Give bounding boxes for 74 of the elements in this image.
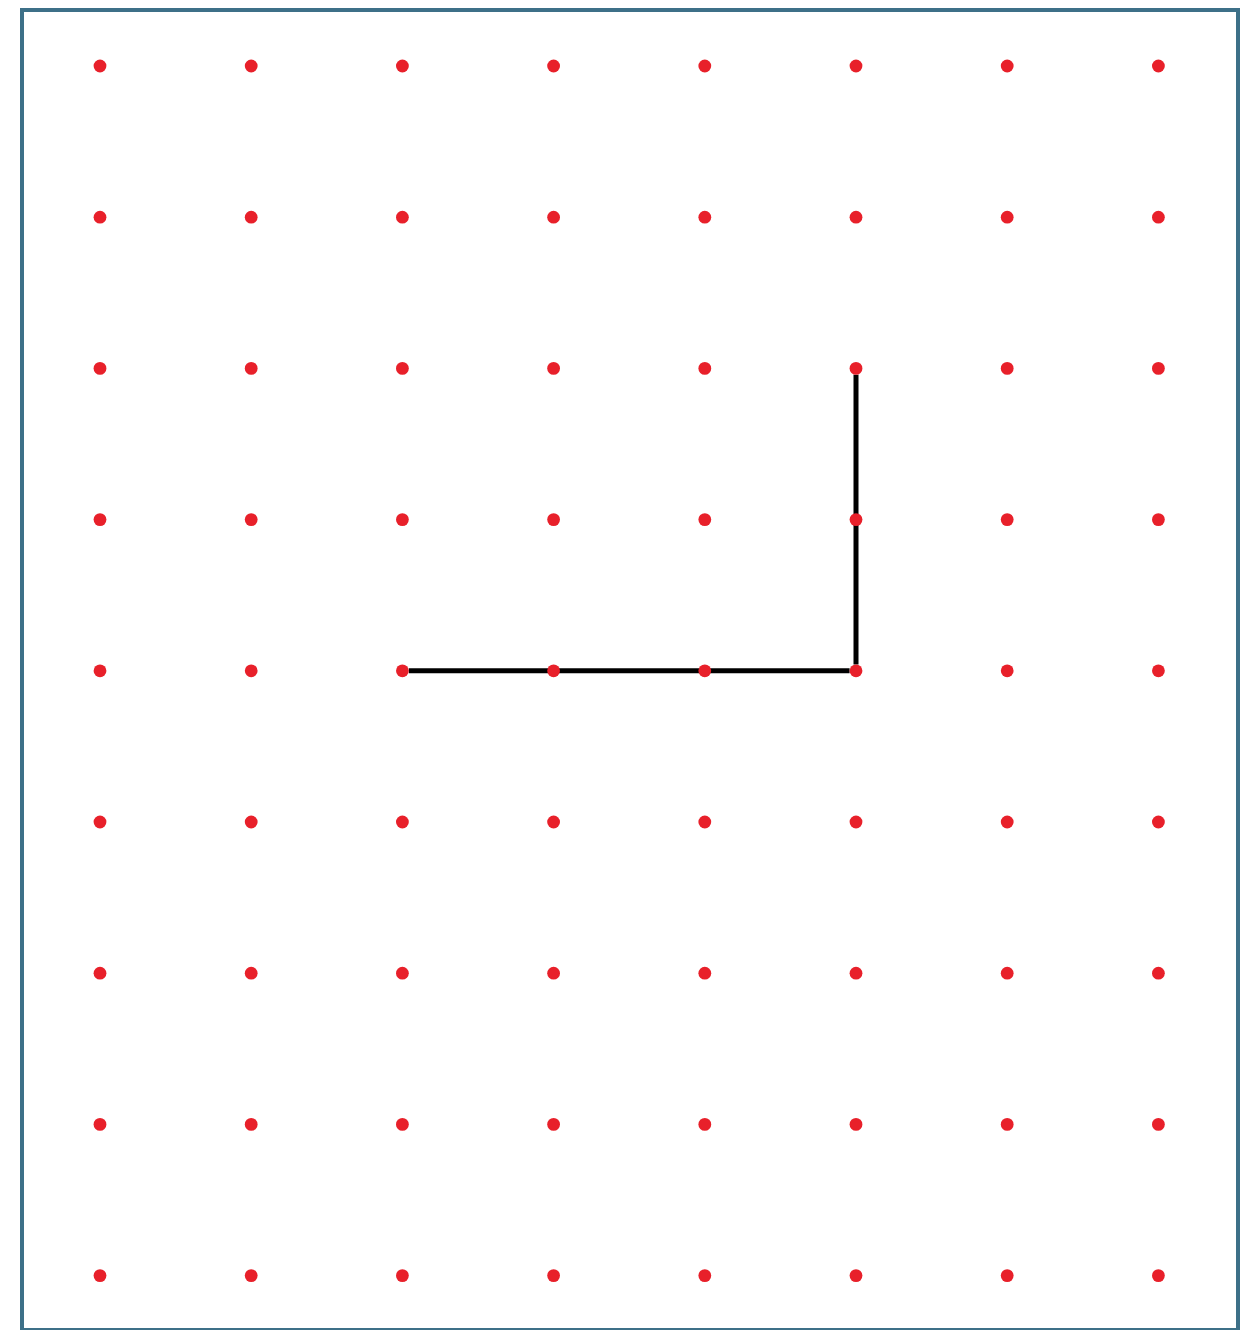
grid-dot <box>396 59 409 73</box>
grid-dot <box>849 664 863 678</box>
grid-dot <box>396 362 409 375</box>
grid-dot <box>396 210 409 224</box>
grid-dot <box>547 362 560 375</box>
grid-dot <box>849 362 863 375</box>
grid-dot <box>698 210 712 224</box>
grid-dot <box>849 815 863 829</box>
grid-dot <box>396 1269 409 1282</box>
grid-dot <box>698 513 712 526</box>
grid-dot <box>698 1118 712 1131</box>
grid-dot <box>1000 210 1014 224</box>
grid-dot <box>396 664 409 678</box>
grid-dot <box>396 513 409 526</box>
grid-dot <box>698 1269 712 1282</box>
grid-dot <box>849 210 863 224</box>
grid-dot <box>244 966 258 980</box>
grid-dot <box>244 362 258 375</box>
grid-dot <box>547 513 560 526</box>
grid-dot <box>849 1269 863 1282</box>
grid-dot <box>1152 966 1165 980</box>
grid-dot <box>547 1269 560 1282</box>
grid-dot <box>849 966 863 980</box>
grid-dot <box>849 59 863 73</box>
grid-dot <box>93 513 107 526</box>
grid-dot <box>1152 1269 1165 1282</box>
grid-dot <box>244 513 258 526</box>
grid-dot <box>244 1269 258 1282</box>
grid-dot <box>1000 59 1014 73</box>
grid-dot <box>698 362 712 375</box>
grid-dot <box>1152 362 1165 375</box>
grid-dot <box>1000 664 1014 678</box>
grid-dot <box>1000 362 1014 375</box>
grid-dot <box>244 210 258 224</box>
grid-dot <box>93 664 107 678</box>
grid-dot <box>396 966 409 980</box>
grid-dot <box>1152 1118 1165 1131</box>
grid-dot <box>547 815 560 829</box>
grid-dot <box>698 664 712 678</box>
grid-dot <box>93 210 107 224</box>
grid-dot <box>1000 1269 1014 1282</box>
grid-dot <box>1152 59 1165 73</box>
grid-dot <box>396 815 409 829</box>
grid-dot <box>244 664 258 678</box>
grid-dot <box>849 1118 863 1131</box>
grid-dot <box>849 513 863 526</box>
grid-dot <box>93 362 107 375</box>
grid-dot <box>547 1118 560 1131</box>
grid-dot <box>547 664 560 678</box>
grid-dot <box>547 210 560 224</box>
grid-dot <box>1152 513 1165 526</box>
grid-dot <box>93 59 107 73</box>
grid-dot <box>1152 664 1165 678</box>
grid-dot <box>698 815 712 829</box>
grid-dot <box>93 1269 107 1282</box>
grid-dot <box>93 1118 107 1131</box>
grid-dot <box>244 815 258 829</box>
line-segment <box>408 668 850 674</box>
grid-dot <box>93 815 107 829</box>
grid-dot <box>1000 513 1014 526</box>
grid-dot <box>396 1118 409 1131</box>
grid-dot <box>1000 815 1014 829</box>
grid-dot <box>1000 1118 1014 1131</box>
grid-dot <box>1152 815 1165 829</box>
grid-dot <box>547 59 560 73</box>
grid-dot <box>1152 210 1165 224</box>
grid-dot <box>93 966 107 980</box>
grid-dot <box>698 966 712 980</box>
grid-dot <box>1000 966 1014 980</box>
grid-dot <box>547 966 560 980</box>
grid-dot <box>244 59 258 73</box>
line-segment <box>853 374 859 665</box>
grid-dot <box>244 1118 258 1131</box>
grid-dot <box>698 59 712 73</box>
